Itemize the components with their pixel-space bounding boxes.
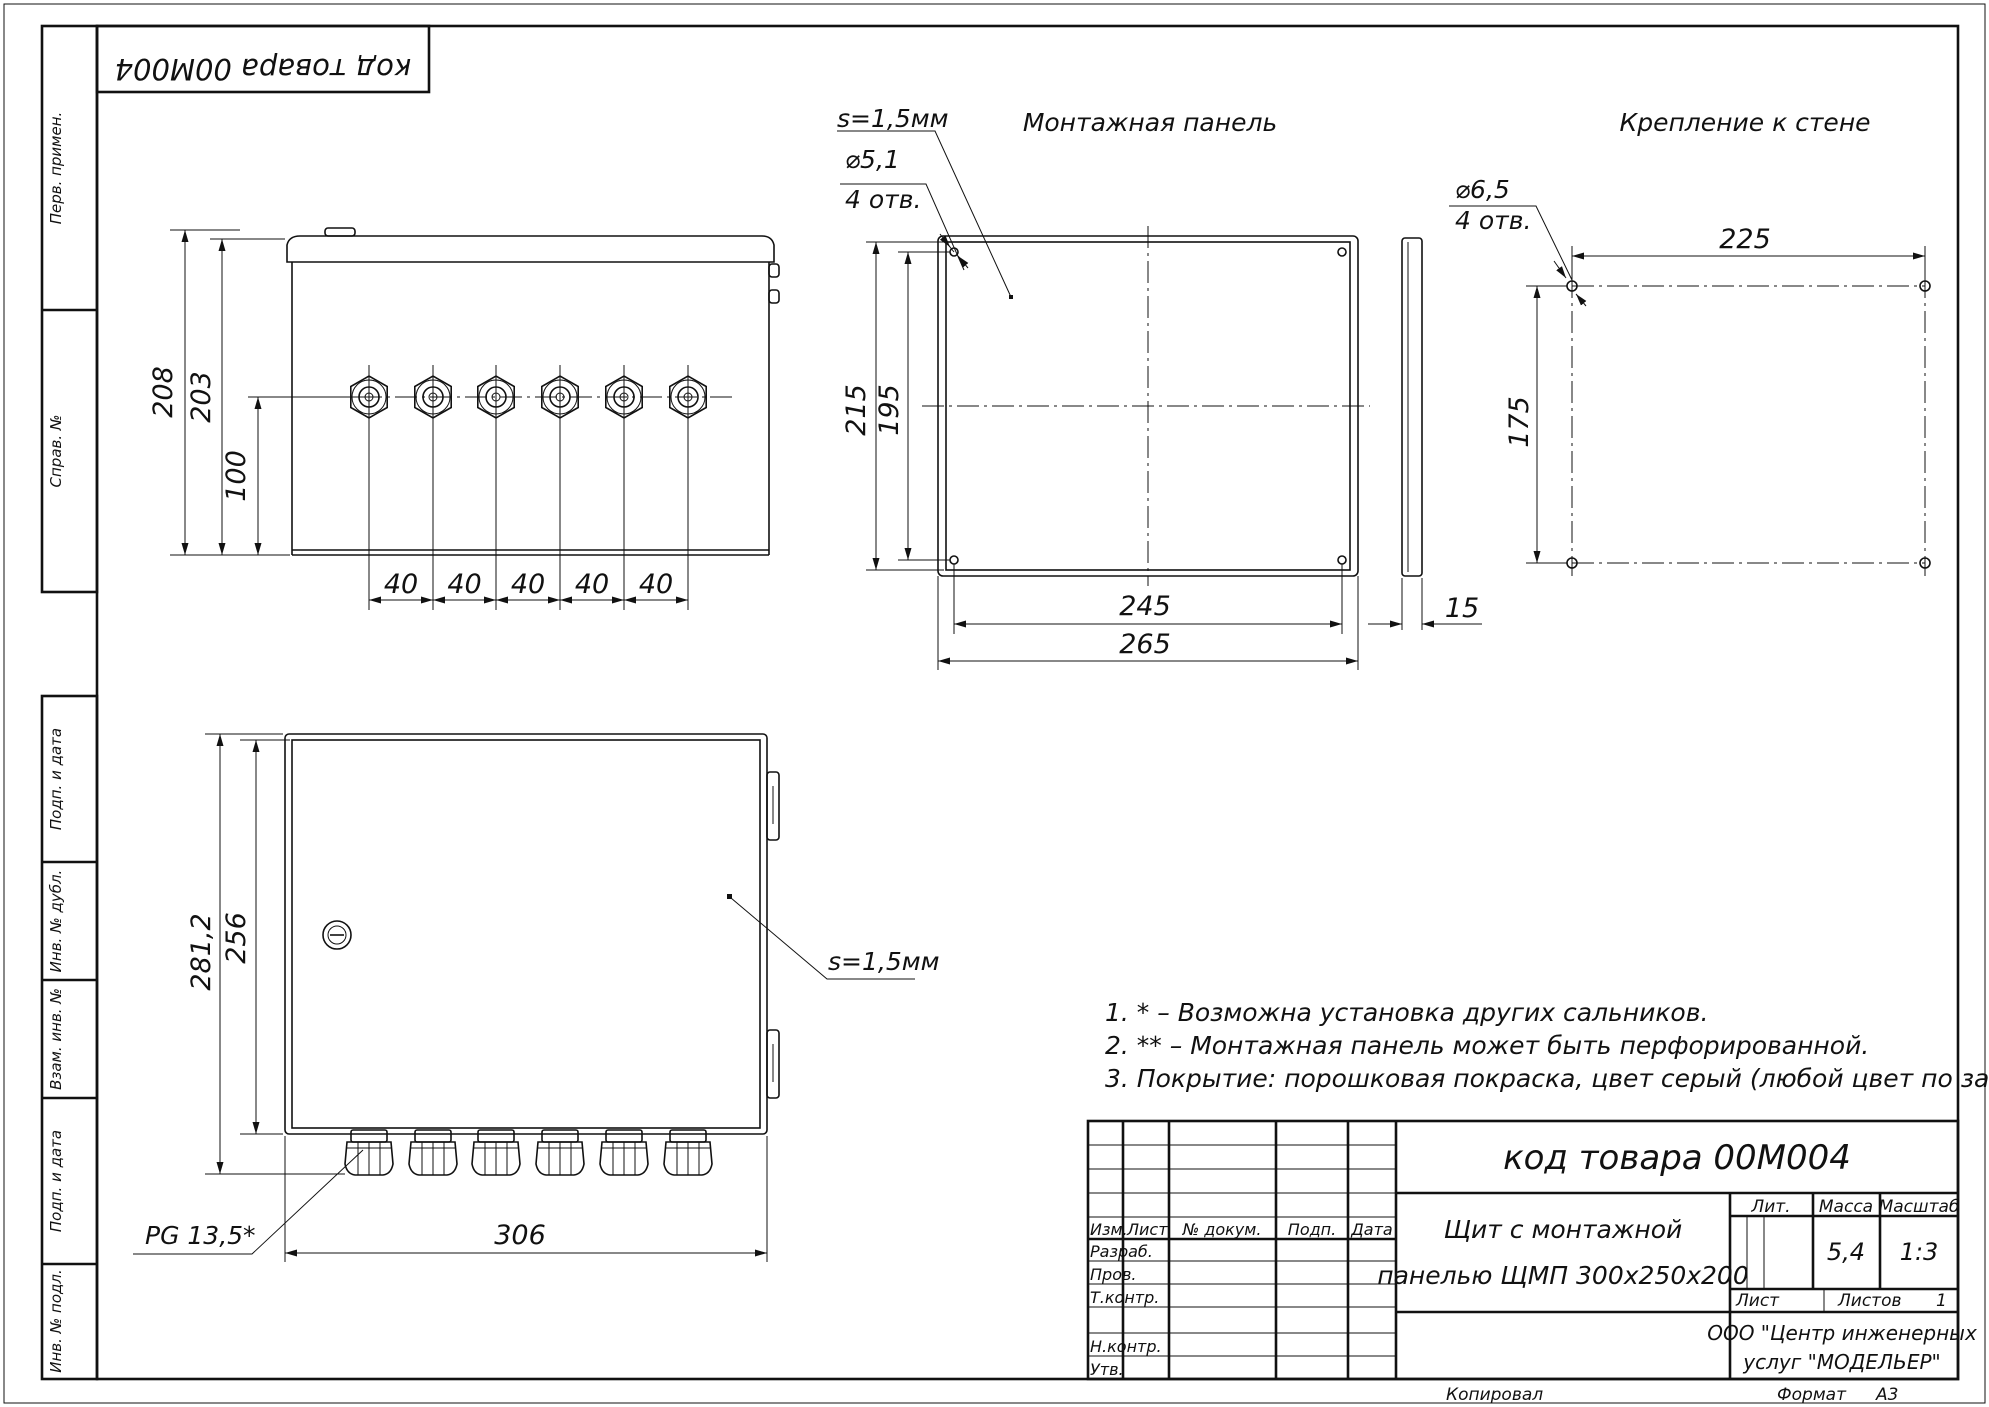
tb-mass-value: 5,4 — [1827, 1238, 1865, 1266]
wall-hole-dia: ⌀6,5 — [1455, 175, 1510, 204]
title-block: Изм. Лист № докум. Подп. Дата Разраб. Пр… — [1086, 1119, 1977, 1381]
sheet-footer: Копировал Формат A3 — [1446, 1385, 1898, 1405]
bottom-gland-4 — [535, 1129, 585, 1176]
footer-format-label: Формат — [1777, 1385, 1847, 1405]
tb-row-nkontr: Н.контр. — [1090, 1337, 1162, 1356]
dim-panel-depth-15: 15 — [1445, 593, 1479, 624]
tb-col-date: Дата — [1350, 1220, 1392, 1239]
tb-product-code: код товара 00М004 — [1503, 1138, 1851, 1178]
side-label-sprav-no: Справ. № — [47, 415, 65, 488]
tb-row-prov: Пров. — [1090, 1265, 1137, 1284]
technical-notes: 1. * – Возможна установка других сальник… — [1105, 998, 1989, 1093]
bottom-gland-6 — [663, 1129, 713, 1176]
tb-col-izm: Изм. — [1090, 1220, 1128, 1239]
tb-org-line1: ООО "Центр инженерных — [1707, 1321, 1977, 1345]
door-view: s=1,5мм PG 13,5* 281,2 256 306 — [133, 733, 939, 1262]
tb-name-line1: Щит с монтажной — [1444, 1215, 1683, 1244]
dim-front-height-100: 100 — [221, 450, 252, 502]
panel-hole-dia: ⌀5,1 — [845, 145, 900, 174]
side-label-podp-data-2: Подп. и дата — [47, 1130, 65, 1232]
front-gland-5 — [604, 365, 644, 610]
dim-wall-width-225: 225 — [1719, 224, 1771, 255]
tb-row-razrab: Разраб. — [1090, 1242, 1153, 1261]
bottom-gland-2 — [408, 1129, 458, 1176]
footer-copied: Копировал — [1446, 1385, 1543, 1405]
gland-pitch-dims: 40 40 40 40 40 — [369, 569, 688, 604]
note-2: 2. ** – Монтажная панель может быть перф… — [1105, 1031, 1869, 1060]
dim-front-height-203: 203 — [186, 371, 217, 423]
pitch-dim-label-1: 40 — [384, 569, 418, 600]
dim-panel-height-215: 215 — [841, 384, 872, 436]
tb-sheets-value: 1 — [1936, 1291, 1947, 1311]
bottom-gland-5 — [599, 1129, 649, 1176]
side-label-perv-primen: Перв. примен. — [47, 112, 65, 225]
pitch-dim-label-5: 40 — [639, 569, 673, 600]
note-1: 1. * – Возможна установка других сальник… — [1105, 998, 1708, 1027]
mounting-panel-view: Монтажная панель s=1,5мм ⌀5,1 4 отв. 215… — [837, 104, 1482, 670]
pitch-dim-label-4: 40 — [575, 569, 609, 600]
wall-view-title: Крепление к стене — [1619, 108, 1870, 137]
door-lock-icon — [322, 920, 352, 950]
tb-org-line2: услуг "МОДЕЛЬЕР" — [1742, 1350, 1940, 1374]
side-stamp-upper — [40, 24, 99, 594]
tb-row-utv: Утв. — [1090, 1360, 1124, 1379]
side-label-vzam-inv: Взам. инв. № — [47, 988, 65, 1090]
footer-format-value: A3 — [1875, 1385, 1898, 1405]
side-label-inv-podl: Инв. № подл. — [47, 1269, 65, 1372]
tb-scale: Масштаб — [1879, 1197, 1960, 1217]
wall-mount-view: Крепление к стене ⌀6,5 4 отв. 225 175 — [1449, 108, 1931, 576]
dim-door-height-256: 256 — [221, 912, 252, 964]
tb-row-tkontr: Т.контр. — [1090, 1288, 1159, 1307]
dim-panel-height-195: 195 — [874, 384, 905, 436]
door-thickness-label: s=1,5мм — [828, 947, 939, 976]
wall-hole-count: 4 отв. — [1455, 206, 1531, 235]
tb-scale-value: 1:3 — [1900, 1238, 1939, 1266]
front-gland-4 — [540, 365, 580, 610]
panel-thickness-label: s=1,5мм — [837, 104, 948, 133]
front-glands-group — [349, 365, 708, 610]
dim-panel-width-265: 265 — [1119, 629, 1171, 660]
side-stamp-lower — [40, 694, 99, 1381]
side-label-podp-data-1: Подп. и дата — [47, 728, 65, 830]
front-gland-3 — [476, 365, 516, 610]
pitch-dim-label-2: 40 — [447, 569, 481, 600]
pitch-dim-label-3: 40 — [511, 569, 545, 600]
dim-wall-height-175: 175 — [1504, 396, 1535, 448]
rotated-code-box — [95, 24, 431, 94]
sheet-frame: Перв. примен. Справ. № Подп. и дата Инв.… — [3, 3, 1986, 1404]
tb-col-sign: Подп. — [1288, 1220, 1336, 1239]
front-gland-6 — [668, 365, 708, 610]
bottom-gland-1 — [344, 1129, 394, 1176]
dim-front-height-208: 208 — [148, 366, 179, 418]
dim-door-height-281-2: 281,2 — [186, 913, 217, 990]
tb-col-doc: № докум. — [1182, 1220, 1262, 1239]
front-view: 208 203 100 40 40 40 40 40 — [148, 227, 780, 610]
panel-view-title: Монтажная панель — [1023, 108, 1277, 137]
front-gland-2 — [413, 365, 453, 610]
tb-sheets: Листов — [1837, 1291, 1902, 1311]
tb-col-list: Лист — [1126, 1220, 1168, 1239]
dim-door-width-306: 306 — [494, 1220, 546, 1251]
tb-sheet: Лист — [1735, 1291, 1780, 1311]
dim-panel-width-245: 245 — [1119, 591, 1171, 622]
side-label-inv-dubl: Инв. № дубл. — [47, 870, 65, 973]
tb-mass: Масса — [1819, 1197, 1873, 1217]
tb-lit: Лит. — [1750, 1197, 1790, 1217]
note-3: 3. Покрытие: порошковая покраска, цвет с… — [1105, 1064, 1989, 1093]
bottom-gland-3 — [471, 1129, 521, 1176]
front-gland-1 — [349, 365, 389, 610]
bottom-glands-group — [344, 1129, 713, 1176]
tb-name-line2: панелью ЩМП 300х250х200 — [1377, 1261, 1749, 1290]
panel-hole-count: 4 отв. — [845, 185, 921, 214]
rotated-code-text: код товара 00М004 — [115, 52, 412, 86]
gland-type-label: PG 13,5* — [145, 1221, 256, 1250]
